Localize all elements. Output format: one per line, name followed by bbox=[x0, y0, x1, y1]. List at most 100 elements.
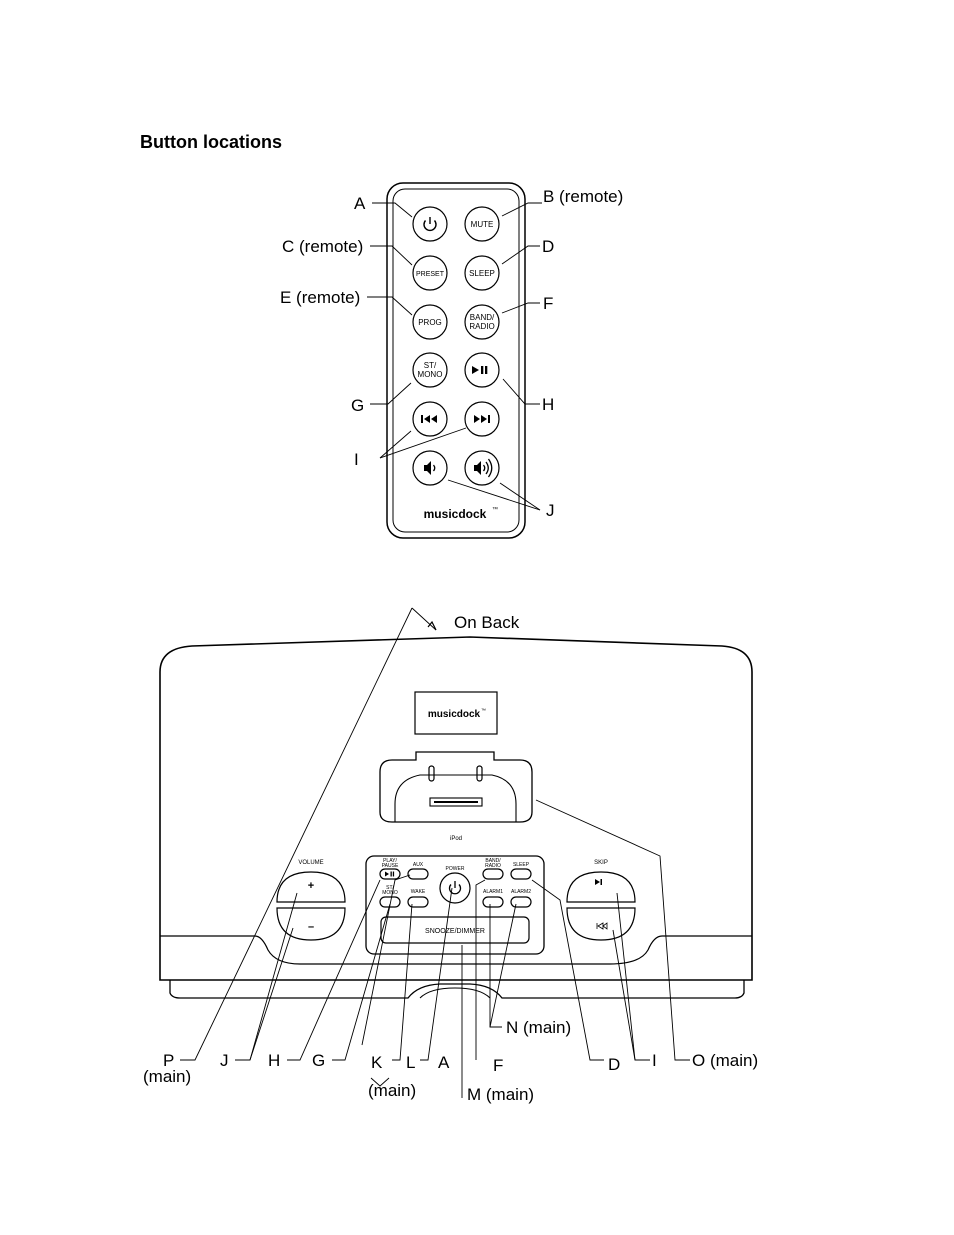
remote-sleep-button[interactable] bbox=[464, 255, 500, 291]
skip-label: SKIP bbox=[594, 860, 608, 866]
callout-d-main: D bbox=[608, 1055, 620, 1074]
remote-prog-button[interactable] bbox=[412, 304, 448, 340]
base-notch bbox=[419, 987, 491, 999]
prog-label: PROG bbox=[418, 318, 442, 327]
callout-kl-main-sub: (main) bbox=[368, 1081, 416, 1100]
remote-inner-body bbox=[392, 188, 520, 533]
remote-next-button[interactable] bbox=[464, 401, 500, 437]
wake-label: WAKE bbox=[411, 889, 426, 895]
callout-m-main: M (main) bbox=[467, 1085, 534, 1104]
band-label-line2: RADIO bbox=[469, 322, 494, 331]
main-alarm1-button[interactable] bbox=[482, 896, 504, 908]
remote-st-mono-button[interactable] bbox=[412, 352, 448, 388]
aux-label: AUX bbox=[413, 862, 424, 868]
callout-h-remote: H bbox=[542, 395, 554, 414]
remote-brand-logo: musicdock bbox=[424, 507, 487, 521]
callout-f-remote: F bbox=[543, 294, 553, 313]
main-sleep-label: SLEEP bbox=[513, 862, 530, 868]
dock-cradle bbox=[394, 774, 517, 822]
remote-power-button[interactable] bbox=[412, 206, 448, 242]
main-band-label-line2: RADIO bbox=[485, 863, 501, 869]
dock-guide-left bbox=[428, 765, 435, 782]
remote-mute-button[interactable] bbox=[464, 206, 500, 242]
remote-band-radio-button[interactable] bbox=[464, 304, 500, 340]
snooze-label: SNOOZE/DIMMER bbox=[425, 928, 485, 935]
volume-plus-sign: + bbox=[308, 880, 314, 892]
main-unit: musicdock ™ iPod VOLUME + – SKIP PLAY/ bbox=[159, 636, 753, 999]
callout-c-remote: C (remote) bbox=[282, 237, 363, 256]
preset-label: PRESET bbox=[416, 271, 445, 278]
main-play-pause-icon bbox=[385, 871, 395, 877]
play-pause-label-line2: PAUSE bbox=[382, 863, 399, 869]
remote-volume-up-button[interactable] bbox=[464, 450, 500, 486]
remote-leader-lines bbox=[367, 202, 542, 511]
main-unit-base bbox=[169, 980, 745, 999]
main-volume-up-button[interactable] bbox=[276, 871, 346, 903]
sleep-label: SLEEP bbox=[469, 269, 495, 278]
alarm1-label: ALARM1 bbox=[483, 889, 503, 895]
main-wake-button[interactable] bbox=[407, 896, 429, 908]
st-label-line1: ST/ bbox=[424, 361, 437, 370]
remote-previous-button[interactable] bbox=[412, 401, 448, 437]
main-alarm2-button[interactable] bbox=[510, 896, 532, 908]
main-power-icon bbox=[448, 881, 462, 895]
remote-play-pause-button[interactable] bbox=[464, 352, 500, 388]
main-volume-down-button[interactable] bbox=[276, 907, 346, 941]
main-st-label-line2: MONO bbox=[382, 890, 398, 896]
callout-l-main: L bbox=[406, 1053, 415, 1072]
st-label-line2: MONO bbox=[418, 370, 443, 379]
callout-k-main: K bbox=[371, 1053, 383, 1072]
volume-up-icon bbox=[474, 458, 493, 478]
skip-back-icon bbox=[596, 922, 608, 930]
main-skip-forward-button[interactable] bbox=[566, 871, 636, 903]
main-logo-plate bbox=[414, 691, 498, 735]
band-label-line1: BAND/ bbox=[470, 313, 495, 322]
play-pause-icon bbox=[472, 366, 488, 374]
next-track-icon bbox=[474, 415, 490, 423]
power-icon bbox=[423, 217, 437, 232]
callout-o-main: O (main) bbox=[692, 1051, 758, 1070]
callout-n-main: N (main) bbox=[506, 1018, 571, 1037]
callout-e-remote: E (remote) bbox=[280, 288, 360, 307]
callout-on-back: On Back bbox=[454, 613, 520, 632]
main-snooze-dimmer-bar[interactable] bbox=[380, 916, 530, 944]
dock-label: iPod bbox=[450, 836, 462, 842]
callout-i-remote: I bbox=[354, 450, 359, 469]
trademark-mark: ™ bbox=[492, 506, 498, 513]
callout-p-main-sub: (main) bbox=[143, 1067, 191, 1086]
main-play-pause-button[interactable] bbox=[379, 868, 401, 880]
dock-connector bbox=[429, 797, 483, 807]
remote-volume-down-button[interactable] bbox=[412, 450, 448, 486]
remote-preset-button[interactable] bbox=[412, 255, 448, 291]
main-band-label-line1: BAND/ bbox=[485, 858, 501, 864]
callout-p-main: P bbox=[163, 1051, 174, 1070]
play-pause-label-line1: PLAY/ bbox=[383, 858, 397, 864]
callout-a-remote: A bbox=[354, 194, 366, 213]
power-label: POWER bbox=[446, 866, 465, 872]
main-st-label-line1: ST/ bbox=[386, 885, 394, 891]
main-leader-lines bbox=[180, 607, 690, 1098]
mute-label: MUTE bbox=[471, 220, 494, 229]
main-power-button[interactable] bbox=[439, 872, 471, 904]
page-title: Button locations bbox=[140, 132, 282, 152]
control-panel bbox=[365, 855, 545, 955]
callout-b-remote: B (remote) bbox=[543, 187, 623, 206]
main-aux-button[interactable] bbox=[407, 868, 429, 880]
skip-forward-icon bbox=[595, 879, 602, 885]
main-callouts: On Back P (main) J H G K L (main) A F M … bbox=[143, 613, 758, 1104]
volume-down-icon bbox=[424, 461, 436, 475]
main-unit-ledge bbox=[160, 935, 752, 965]
callout-j-main: J bbox=[220, 1051, 229, 1070]
callout-f-main: F bbox=[493, 1056, 503, 1075]
remote-callouts: A B (remote) C (remote) D E (remote) F G… bbox=[280, 187, 623, 520]
main-band-radio-button[interactable] bbox=[482, 868, 504, 880]
alarm2-label: ALARM2 bbox=[511, 889, 531, 895]
callout-d-remote: D bbox=[542, 237, 554, 256]
main-skip-back-button[interactable] bbox=[566, 907, 636, 941]
remote-outer-body bbox=[386, 182, 526, 539]
main-sleep-button[interactable] bbox=[510, 868, 532, 880]
remote-control: MUTE PRESET SLEEP PROG BAND/ RADIO ST/ M… bbox=[386, 182, 526, 539]
callout-g-remote: G bbox=[351, 396, 364, 415]
callout-i-main: I bbox=[652, 1051, 657, 1070]
ipod-dock bbox=[379, 751, 533, 823]
